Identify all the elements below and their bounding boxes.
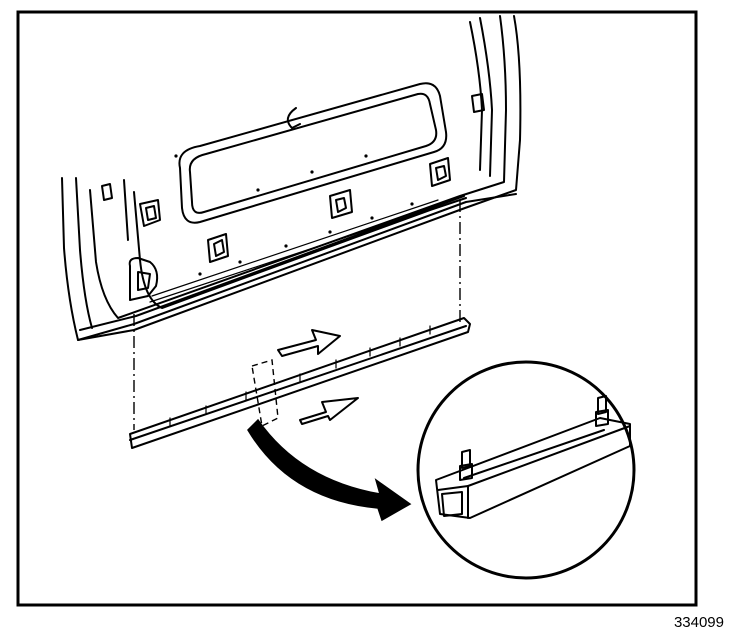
access-holes bbox=[101, 93, 485, 301]
direction-arrows bbox=[277, 329, 359, 425]
detail-view bbox=[416, 360, 636, 580]
alignment-lines bbox=[133, 200, 461, 430]
figure-reference-number: 334099 bbox=[673, 614, 724, 631]
figure-frame bbox=[16, 10, 698, 607]
panel-dots bbox=[174, 154, 414, 276]
molding-strip bbox=[129, 317, 471, 449]
window-opening bbox=[178, 82, 448, 224]
door-panel bbox=[61, 15, 522, 341]
curved-arrow bbox=[247, 418, 412, 522]
detail-callout-box bbox=[251, 359, 279, 428]
